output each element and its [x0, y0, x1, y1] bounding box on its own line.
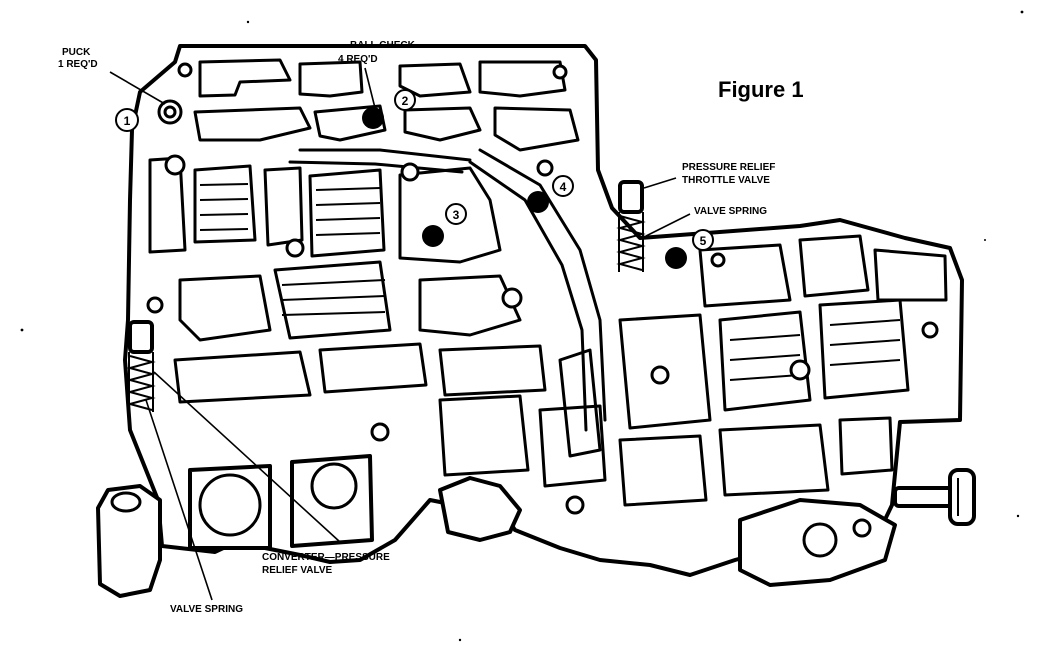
bolt-holes: [146, 62, 939, 515]
label-throttle-valve: THROTTLE VALVE: [682, 175, 770, 186]
label-ball-check: BALL CHECK: [350, 40, 416, 51]
svg-text:3: 3: [453, 208, 460, 222]
puck: [157, 99, 183, 125]
svg-text:1: 1: [124, 114, 131, 128]
callout-1: 1: [115, 108, 139, 132]
figure-title: Figure 1: [718, 77, 804, 102]
callout-2: 2: [394, 89, 416, 111]
callout-5: 5: [692, 229, 714, 251]
callout-3: 3: [445, 203, 467, 225]
label-valve-spring-right: VALVE SPRING: [694, 206, 767, 217]
throttle-relief-valve: [616, 180, 646, 272]
label-ball-check-qty: 4 REQ'D: [338, 54, 378, 65]
callout-4: 4: [552, 175, 574, 197]
ball-check-3: [422, 225, 444, 247]
ball-check-2: [362, 107, 384, 129]
labels: PUCK 1 REQ'D BALL CHECK 4 REQ'D Figure 1…: [58, 40, 804, 615]
scan-specks: [20, 10, 1024, 642]
svg-text:2: 2: [402, 94, 409, 108]
ball-check-4: [527, 191, 549, 213]
label-converter-pressure: CONVERTER—PRESSURE: [262, 552, 390, 563]
svg-text:5: 5: [700, 234, 707, 248]
label-relief-valve: RELIEF VALVE: [262, 565, 333, 576]
ball-checks: [362, 107, 687, 269]
leader-lines: [109, 67, 691, 601]
oil-passages: [148, 58, 948, 507]
svg-text:4: 4: [560, 180, 567, 194]
label-valve-spring-bottom: VALVE SPRING: [170, 604, 243, 615]
converter-relief-valve: [126, 320, 156, 412]
label-puck: PUCK: [62, 47, 91, 58]
label-puck-qty: 1 REQ'D: [58, 59, 98, 70]
valve-body-casting: [96, 44, 964, 598]
ball-check-5: [665, 247, 687, 269]
plunger-rod: [893, 468, 976, 526]
label-pressure-relief: PRESSURE RELIEF: [682, 162, 775, 173]
